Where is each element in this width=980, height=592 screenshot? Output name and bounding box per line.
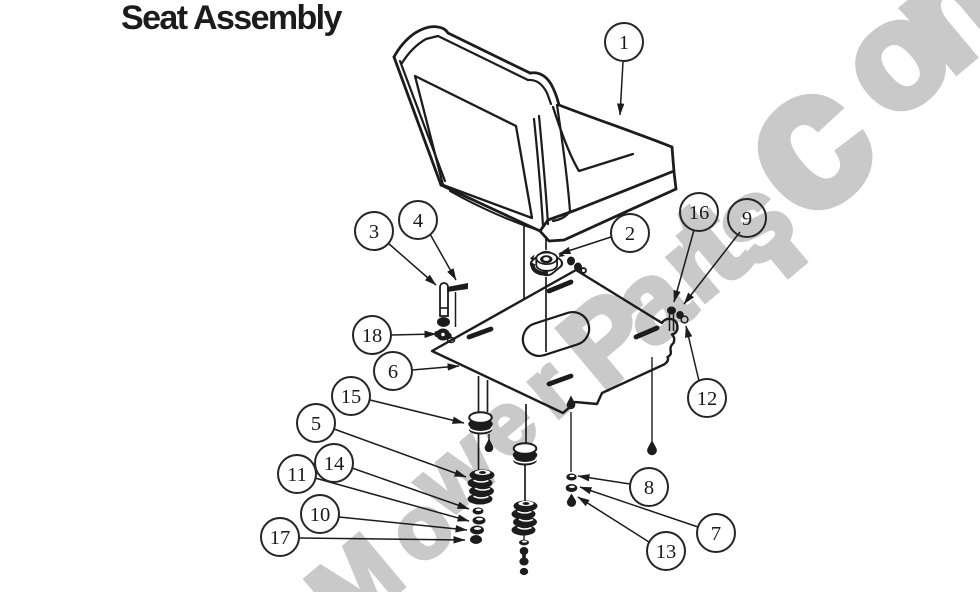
svg-text:1: 1	[619, 32, 629, 54]
svg-text:3: 3	[369, 221, 379, 243]
svg-text:2: 2	[625, 223, 635, 245]
svg-text:15: 15	[341, 386, 362, 408]
svg-text:8: 8	[644, 477, 654, 499]
svg-text:14: 14	[324, 453, 345, 475]
svg-text:7: 7	[711, 523, 721, 545]
svg-text:10: 10	[310, 504, 331, 526]
svg-text:12: 12	[697, 388, 718, 410]
svg-text:Seat Assembly: Seat Assembly	[121, 0, 343, 37]
svg-text:13: 13	[656, 541, 677, 563]
svg-text:11: 11	[287, 464, 307, 486]
svg-text:16: 16	[689, 202, 710, 224]
svg-text:5: 5	[311, 413, 321, 435]
svg-text:9: 9	[742, 208, 752, 230]
svg-text:18: 18	[362, 325, 383, 347]
svg-text:17: 17	[270, 527, 291, 549]
svg-text:6: 6	[388, 361, 398, 383]
svg-text:4: 4	[413, 210, 423, 232]
